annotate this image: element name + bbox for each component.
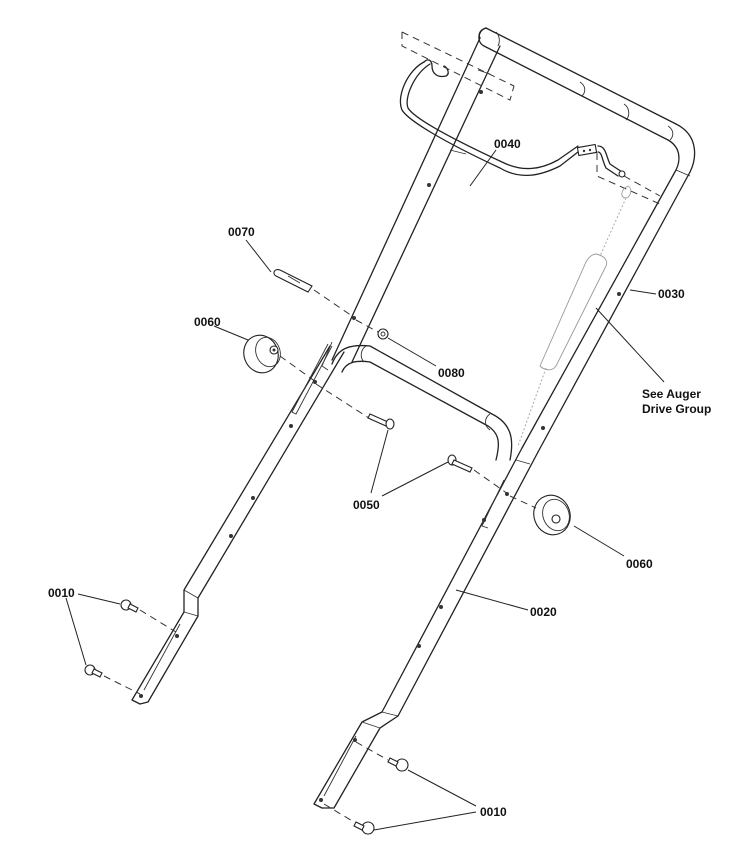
bolt-0010-right-lower — [323, 803, 375, 835]
label-0080: 0080 — [438, 366, 465, 380]
bolt-0010-right-upper — [355, 741, 409, 772]
label-0050: 0050 — [353, 498, 380, 512]
note-see-auger: See Auger — [642, 387, 701, 401]
knob-0060-left — [243, 334, 317, 383]
cable-0040 — [399, 59, 626, 178]
hole — [427, 183, 431, 187]
bolt-0050-lower — [447, 454, 509, 495]
label-0070: 0070 — [228, 225, 255, 239]
hole — [541, 426, 545, 430]
bolt-0010-left-lower — [84, 664, 141, 695]
label-0020: 0020 — [530, 605, 557, 619]
auger-drive-cable-ghost — [517, 185, 632, 447]
nut-0080 — [355, 319, 389, 340]
bolt-0010-left-upper — [120, 599, 177, 633]
hole — [617, 292, 621, 296]
label-0060-right: 0060 — [626, 557, 653, 571]
label-0010-left: 0010 — [48, 586, 75, 600]
hole — [352, 316, 356, 320]
hole — [479, 90, 483, 94]
upper-handle-0030 — [321, 27, 696, 453]
label-0010-right: 0010 — [480, 805, 507, 819]
bolt-0050-upper — [367, 413, 395, 430]
cable-bracket — [576, 143, 598, 157]
label-0060-left: 0060 — [194, 315, 221, 329]
pin-0070 — [273, 269, 356, 319]
knob-0060-right — [509, 494, 571, 536]
label-0040: 0040 — [494, 137, 521, 151]
note-drive-group: Drive Group — [642, 402, 711, 416]
lower-handle-0020 — [131, 343, 539, 809]
label-0030: 0030 — [658, 287, 685, 301]
